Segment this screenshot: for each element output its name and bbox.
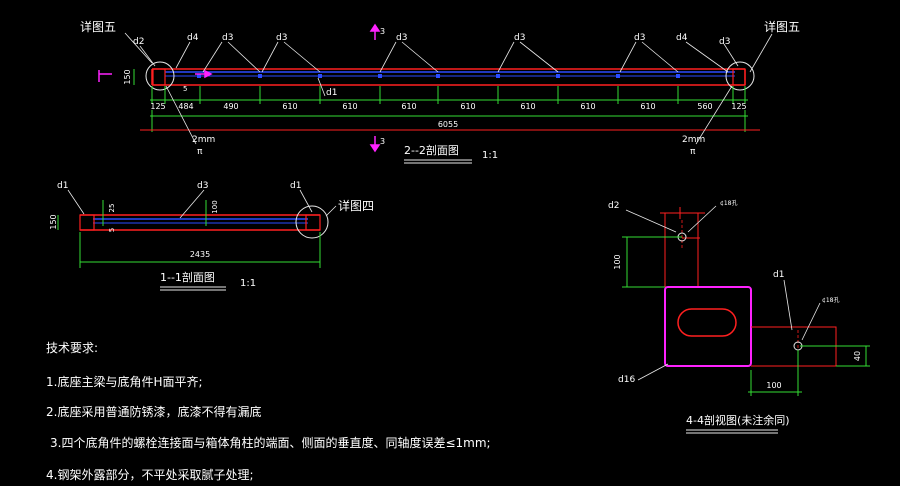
dim-text: 610: [401, 102, 416, 111]
dim-text: 5: [108, 228, 116, 232]
weld-symbol-right: π: [690, 147, 696, 157]
detail-label-left: 详图五: [80, 19, 116, 34]
detail-circle-right: [725, 61, 755, 91]
label-d2: d2: [133, 37, 144, 47]
detail-label: 详图四: [338, 198, 374, 213]
label-d3: d3: [197, 181, 208, 191]
label-d16: d16: [618, 375, 635, 385]
section-4-4: 100 100 40 d2 ¢18孔 d1 ¢18孔 d16 4-4剖视图(未注…: [608, 199, 870, 434]
height-dim-text: 150: [49, 214, 58, 229]
height-dim-text: 150: [123, 69, 132, 84]
section-2-2: 125 484 490 610 610 610 610 610 610 610 …: [80, 19, 800, 164]
dim-text: 610: [460, 102, 475, 111]
section-mark-bottom: 3: [380, 137, 385, 146]
label-d4: d4: [676, 33, 688, 43]
dim-text: 610: [342, 102, 357, 111]
section-1-1-title: 1--1剖面图: [160, 270, 215, 284]
label-d1: d1: [290, 181, 301, 191]
end-plate-left: [79, 214, 95, 231]
dim-100-vertical: 100: [613, 254, 622, 269]
section-2-2-title: 2--2剖面图: [404, 143, 459, 157]
hole-label-right: ¢18孔: [822, 296, 839, 304]
dim-text: 610: [520, 102, 535, 111]
label-d4: d4: [187, 33, 199, 43]
dim-40: 40: [853, 351, 862, 361]
section-4-4-title: 4-4剖视图(未注余同): [686, 413, 790, 427]
dim-100-horizontal: 100: [766, 381, 781, 390]
section-1-1-scale: 1:1: [240, 278, 256, 289]
dim-text: 100: [211, 200, 219, 213]
section-2-2-scale: 1:1: [482, 150, 498, 161]
detail-circle-left: [145, 61, 175, 91]
dim-text: 610: [580, 102, 595, 111]
dim-text: 490: [223, 102, 238, 111]
dim-text: 610: [282, 102, 297, 111]
total-dim-text: 6055: [438, 120, 458, 129]
dim-text: 484: [178, 102, 193, 111]
hole-label-top: ¢18孔: [720, 199, 737, 207]
label-d3: d3: [276, 33, 287, 43]
total-dim-text: 2435: [190, 250, 210, 259]
label-d3: d3: [222, 33, 233, 43]
label-d3: d3: [719, 37, 730, 47]
label-d2: d2: [608, 201, 619, 211]
upper-bracket: [664, 213, 699, 288]
dim-text: 125: [731, 102, 746, 111]
label-d3: d3: [634, 33, 645, 43]
note-item-3: 3.四个底角件的螺栓连接面与箱体角柱的端面、侧面的垂直度、同轴度误差≤1mm;: [50, 436, 491, 450]
weld-label-left: 2mm: [192, 135, 215, 145]
section-1-1: 150 25 5 100 2435 d1 d3 d1 详图四 1--1剖面图 1…: [49, 181, 374, 291]
detail-label-right: 详图五: [764, 19, 800, 34]
label-d1: d1: [57, 181, 68, 191]
weld-label-right: 2mm: [682, 135, 705, 145]
section-mark-top: 3: [380, 27, 385, 36]
label-d1: d1: [773, 270, 784, 280]
dim-text: 25: [108, 204, 116, 213]
label-d3: d3: [514, 33, 525, 43]
end-plate-left: [152, 68, 166, 86]
note-item-1: 1.底座主梁与底角件H面平齐;: [46, 375, 203, 389]
note-item-4: 4.钢架外露部分，不平处采取腻子处理;: [46, 468, 254, 482]
label-d3: d3: [396, 33, 407, 43]
detail-circle: [295, 205, 329, 239]
end-plate-right: [305, 214, 321, 231]
end-plate-right: [732, 68, 746, 86]
notes-heading: 技术要求:: [46, 341, 99, 355]
slot-hole: [677, 308, 737, 337]
dim-text: 125: [150, 102, 165, 111]
weld-symbol-left: π: [197, 147, 203, 157]
note-item-2: 2.底座采用普通防锈漆，底漆不得有漏底: [46, 405, 262, 419]
dim-text: 560: [697, 102, 712, 111]
small-dim-text: 5: [183, 85, 187, 93]
dim-text: 610: [640, 102, 655, 111]
label-d1: d1: [326, 88, 337, 98]
